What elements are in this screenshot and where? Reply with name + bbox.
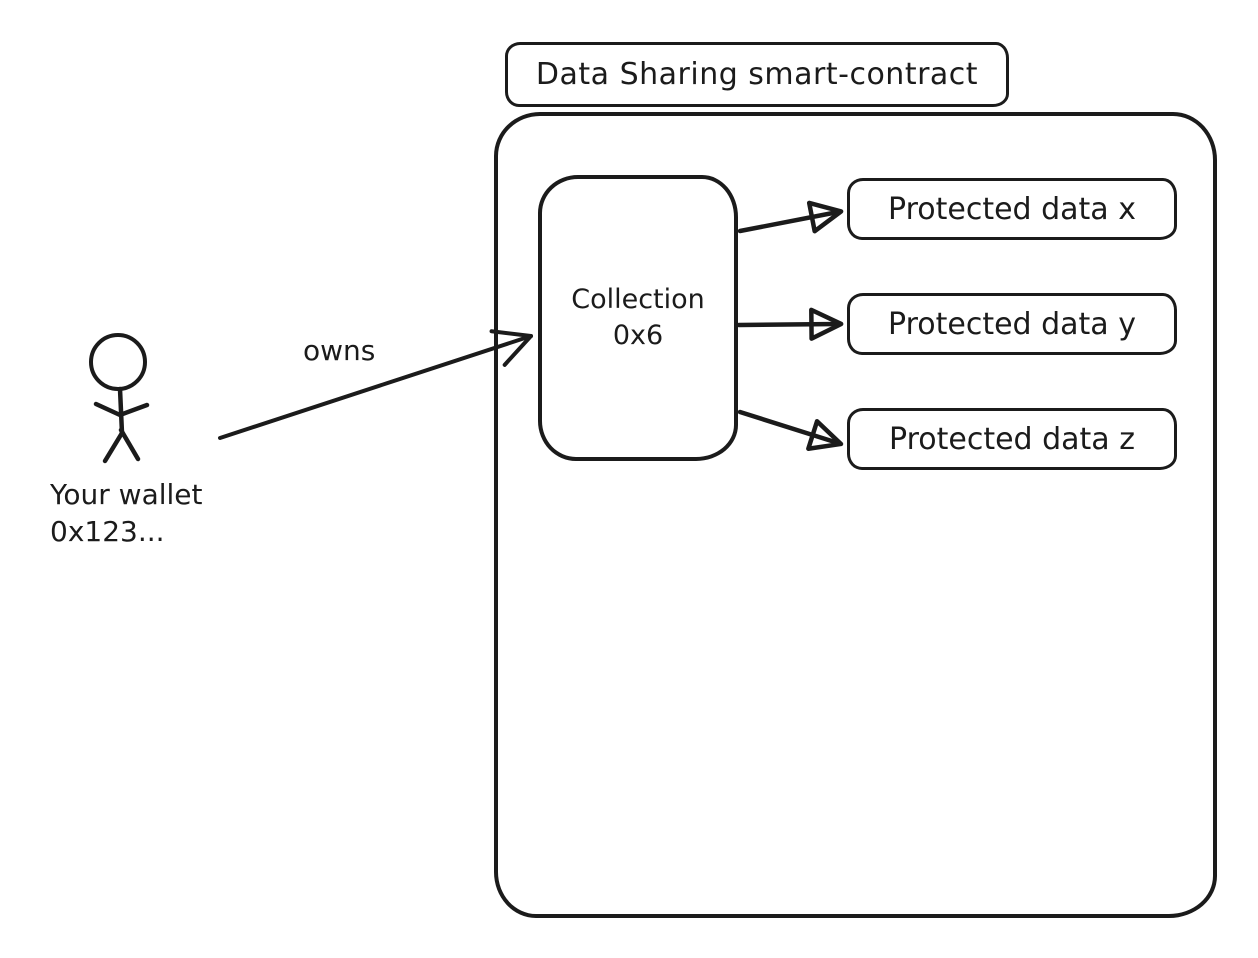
protected-data-z-node: Protected data z xyxy=(847,408,1177,470)
protected-data-x-label: Protected data x xyxy=(888,191,1136,227)
protected-data-y-label: Protected data y xyxy=(888,306,1136,342)
protected-data-y-node: Protected data y xyxy=(847,293,1177,355)
collection-to-z-arrow xyxy=(737,409,844,451)
protected-data-z-label: Protected data z xyxy=(889,421,1135,457)
stick-figure-icon xyxy=(89,333,150,464)
wallet-label-line2: 0x123... xyxy=(50,515,165,548)
collection-label-line1: Collection xyxy=(571,284,705,315)
collection-label: Collection 0x6 xyxy=(571,282,705,354)
smart-contract-title: Data Sharing smart-contract xyxy=(535,57,979,92)
owns-arrow xyxy=(218,329,533,440)
protected-data-x-node: Protected data x xyxy=(847,178,1177,240)
wallet-label-line1: Your wallet xyxy=(50,478,203,511)
smart-contract-title-box: Data Sharing smart-contract xyxy=(505,42,1009,107)
smart-contract-container xyxy=(494,112,1217,918)
collection-to-y-arrow xyxy=(736,307,844,341)
collection-to-x-arrow xyxy=(737,200,844,234)
owns-arrow-label: owns xyxy=(303,334,376,367)
wallet-label: Your wallet 0x123... xyxy=(50,476,203,550)
collection-label-line2: 0x6 xyxy=(612,320,664,351)
collection-node: Collection 0x6 xyxy=(538,175,738,461)
